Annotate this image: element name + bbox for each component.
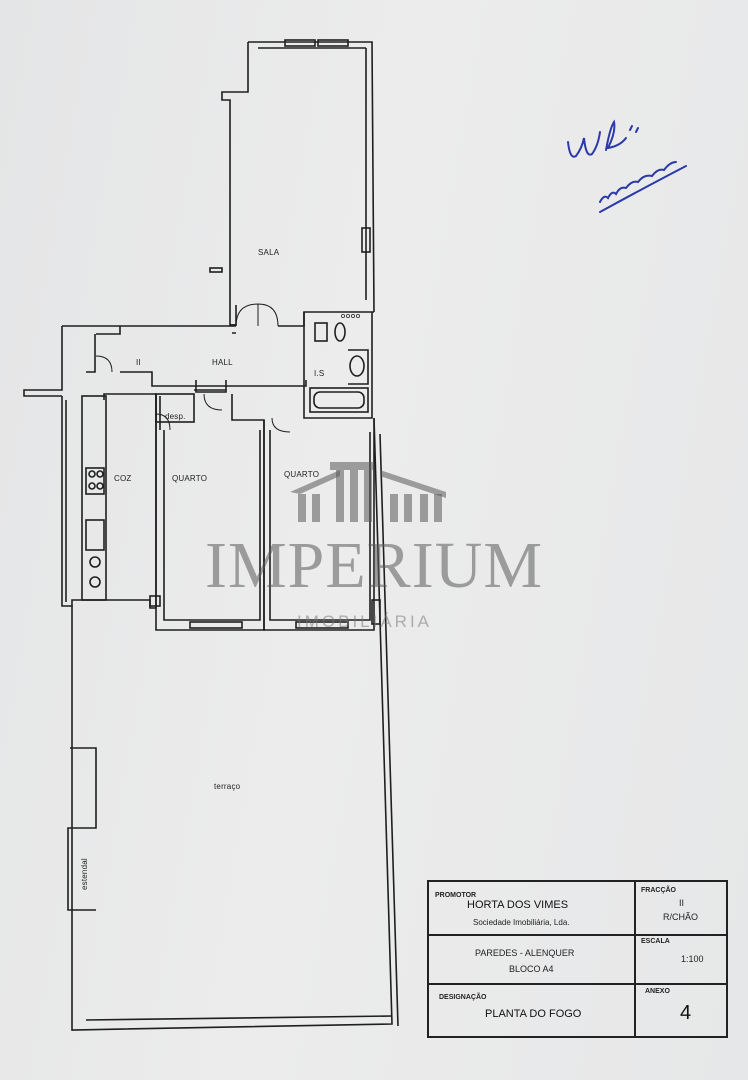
- room-label-is: I.S: [314, 369, 325, 378]
- fraccao-label: FRACÇÃO: [641, 887, 676, 894]
- fraccao-value: II: [679, 898, 685, 908]
- anexo-label: ANEXO: [645, 988, 670, 995]
- watermark-logo-subtitle: IMOBILIÁRIA: [297, 612, 433, 631]
- quarto-2-walls: [263, 418, 375, 631]
- terrace-walls: [67, 417, 393, 1031]
- block-text: BLOCO A4: [509, 964, 554, 974]
- kitchen-walls: [61, 393, 157, 609]
- escala-label: ESCALA: [641, 938, 670, 945]
- room-label-quarto-1: QUARTO: [172, 474, 208, 483]
- location-text: PAREDES - ALENQUER: [475, 948, 575, 958]
- room-label-estendal: estendal: [80, 858, 89, 890]
- escala-value: 1:100: [681, 954, 704, 964]
- room-label-coz: COZ: [114, 474, 132, 483]
- room-label-quarto-2: QUARTO: [284, 470, 320, 479]
- room-label-sala: SALA: [258, 248, 280, 257]
- promotor-name: HORTA DOS VIMES: [467, 899, 569, 911]
- anexo-value: 4: [680, 1002, 692, 1024]
- room-label-terraco: terraço: [214, 782, 241, 791]
- hall-walls: [23, 325, 236, 397]
- watermark-building-icon: [290, 462, 446, 522]
- bathroom-walls: [303, 312, 373, 419]
- handwritten-signature: [567, 119, 687, 213]
- promotor-company: Sociedade Imobiliária, Lda.: [473, 918, 570, 927]
- promotor-label: PROMOTOR: [435, 892, 477, 899]
- title-block: PROMOTOR HORTA DOS VIMES Sociedade Imobi…: [427, 880, 728, 1038]
- designacao-label: DESIGNAÇÃO: [439, 994, 487, 1001]
- designacao-value: PLANTA DO FOGO: [485, 1008, 582, 1020]
- fraccao-floor: R/CHÃO: [663, 912, 699, 922]
- room-label-hall-mark: II: [136, 358, 141, 367]
- room-label-desp: desp.: [165, 412, 186, 421]
- watermark-logo-text: IMPERIUM: [205, 529, 544, 602]
- sala-walls: [221, 41, 375, 326]
- room-label-hall: HALL: [212, 358, 233, 367]
